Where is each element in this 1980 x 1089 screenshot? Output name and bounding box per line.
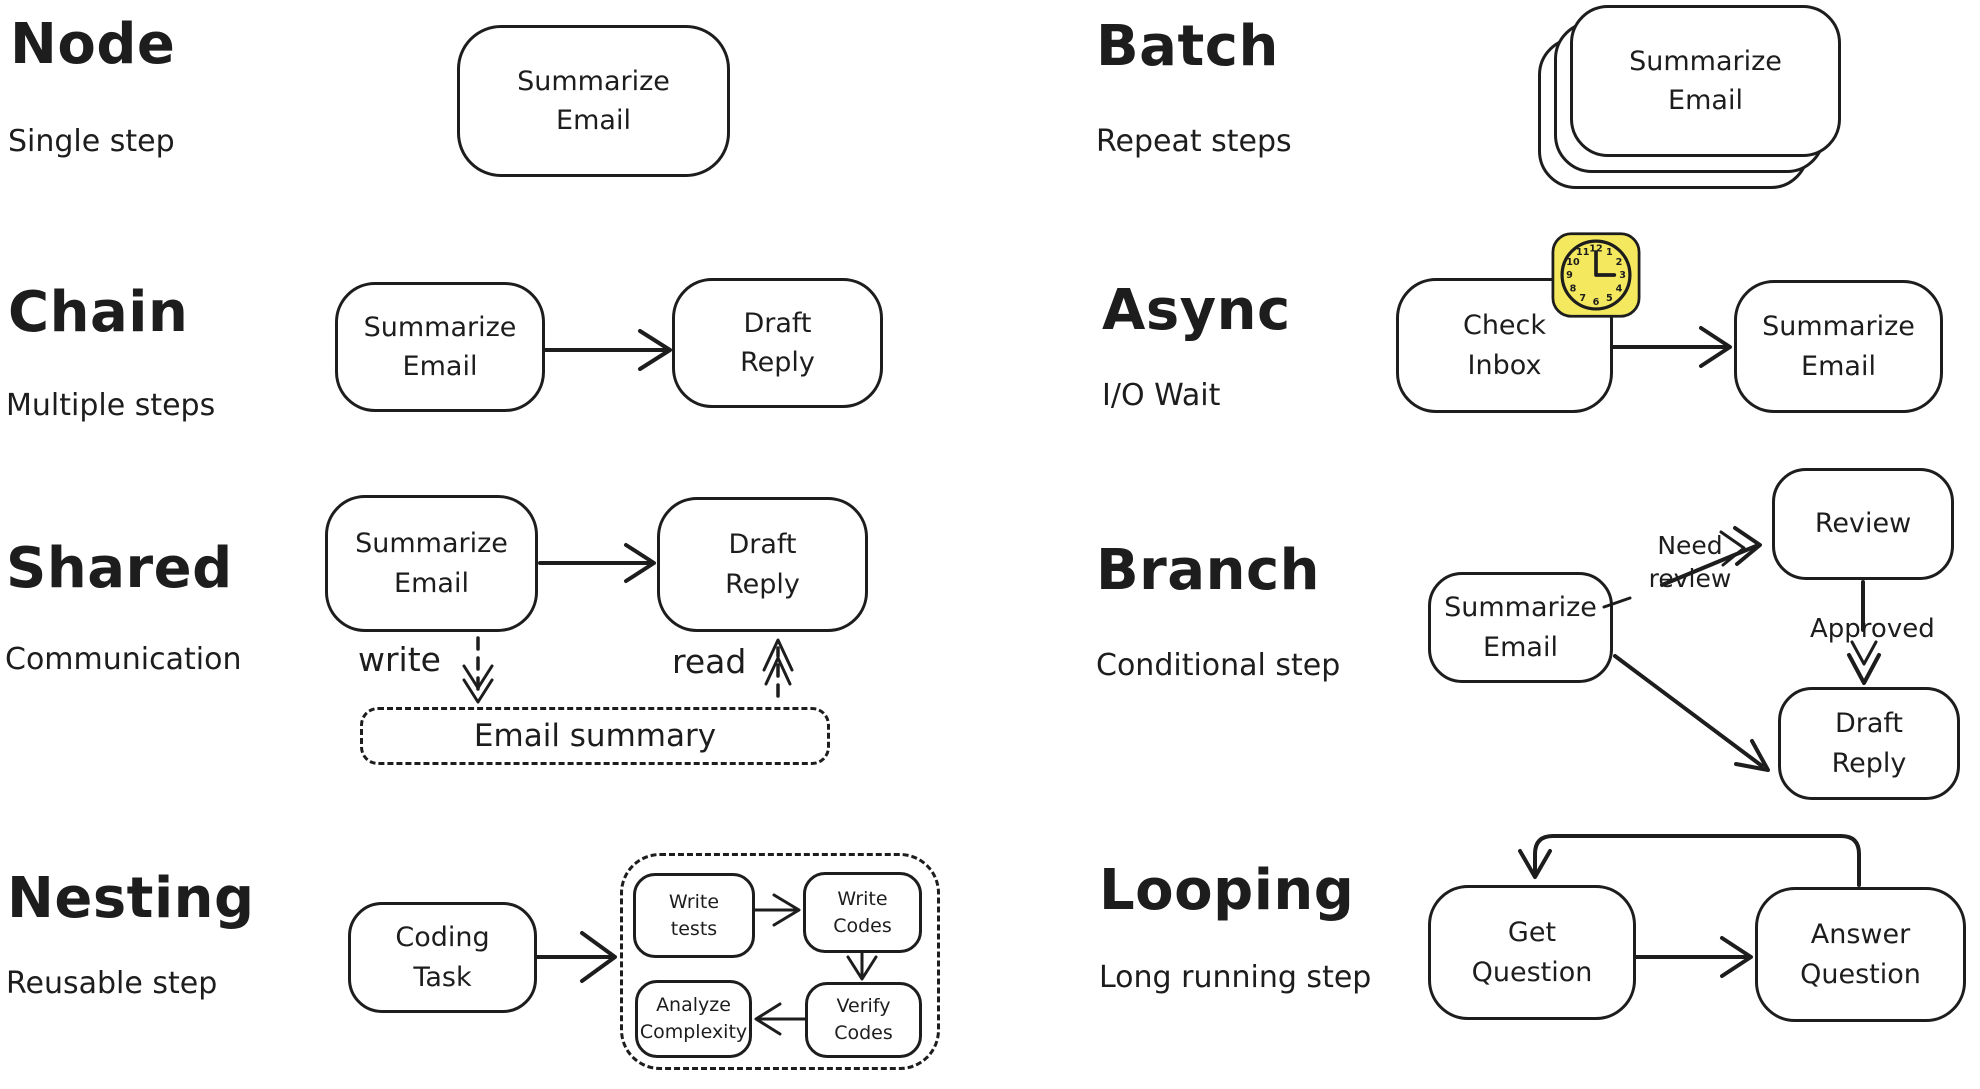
chain-section-title: Chain <box>8 280 189 345</box>
shared-section-subtitle: Communication <box>5 642 242 677</box>
looping-get-question-box: Get Question <box>1428 885 1636 1020</box>
shared-read-arrow <box>762 638 794 698</box>
nesting-analyze-complexity-box: Analyze Complexity <box>635 980 752 1058</box>
svg-text:1: 1 <box>1606 247 1613 258</box>
looping-section-title: Looping <box>1099 858 1355 923</box>
chain-draft-reply-box: Draft Reply <box>672 278 883 408</box>
node-section-title: Node <box>10 12 176 77</box>
nesting-section-subtitle: Reusable step <box>6 966 218 1001</box>
branch-review-box: Review <box>1772 468 1954 580</box>
async-section-title: Async <box>1102 278 1291 343</box>
shared-section-title: Shared <box>6 536 233 601</box>
branch-approved-label: Approved <box>1810 614 1935 644</box>
nesting-write-codes-box: Write Codes <box>803 872 922 953</box>
looping-back-arrow <box>1518 834 1861 887</box>
branch-need-review-label: Need review <box>1648 531 1732 593</box>
looping-section-subtitle: Long running step <box>1099 960 1372 995</box>
shared-draft-reply-box: Draft Reply <box>657 497 868 632</box>
nesting-coding-task-box: Coding Task <box>348 902 537 1013</box>
nesting-flow-container <box>620 853 940 1070</box>
chain-summarize-email-box: Summarize Email <box>335 282 545 412</box>
shared-write-arrow <box>462 636 494 704</box>
async-arrow <box>1611 326 1732 368</box>
async-summarize-email-box: Summarize Email <box>1734 280 1943 413</box>
svg-text:9: 9 <box>1566 270 1573 281</box>
svg-text:8: 8 <box>1570 284 1577 295</box>
branch-summarize-email-box: Summarize Email <box>1428 572 1613 683</box>
svg-text:12: 12 <box>1589 244 1602 255</box>
looping-answer-question-box: Answer Question <box>1755 887 1966 1022</box>
svg-text:6: 6 <box>1593 297 1600 308</box>
shared-summarize-email-box: Summarize Email <box>325 495 538 632</box>
svg-text:4: 4 <box>1616 284 1623 295</box>
shared-read-label: read <box>672 642 747 681</box>
branch-section-title: Branch <box>1096 538 1321 603</box>
branch-section-subtitle: Conditional step <box>1096 648 1341 683</box>
shared-arrow <box>538 543 656 583</box>
svg-text:2: 2 <box>1616 257 1623 268</box>
batch-section-title: Batch <box>1096 14 1279 79</box>
async-section-subtitle: I/O Wait <box>1102 378 1221 413</box>
shared-email-summary-store: Email summary <box>360 707 830 765</box>
batch-section-subtitle: Repeat steps <box>1096 124 1292 159</box>
branch-draft-reply-box: Draft Reply <box>1778 687 1960 800</box>
chain-section-subtitle: Multiple steps <box>6 388 216 423</box>
clock-hands <box>1594 250 1617 277</box>
svg-text:11: 11 <box>1576 247 1590 258</box>
node-summarize-email-box: Summarize Email <box>457 25 730 177</box>
branch-direct-arrow <box>1613 654 1770 772</box>
svg-text:10: 10 <box>1566 257 1580 268</box>
node-section-subtitle: Single step <box>8 124 175 159</box>
shared-write-label: write <box>358 640 441 679</box>
chain-arrow <box>543 329 672 371</box>
svg-text:3: 3 <box>1619 270 1626 281</box>
svg-text:5: 5 <box>1606 293 1613 304</box>
svg-text:7: 7 <box>1579 293 1586 304</box>
nesting-arrow <box>535 931 617 983</box>
looping-forward-arrow <box>1634 936 1753 978</box>
batch-summarize-email-box: Summarize Email <box>1570 5 1841 157</box>
nesting-write-tests-box: Write tests <box>633 873 755 958</box>
nesting-verify-codes-box: Verify Codes <box>805 982 922 1058</box>
nesting-section-title: Nesting <box>7 866 255 931</box>
